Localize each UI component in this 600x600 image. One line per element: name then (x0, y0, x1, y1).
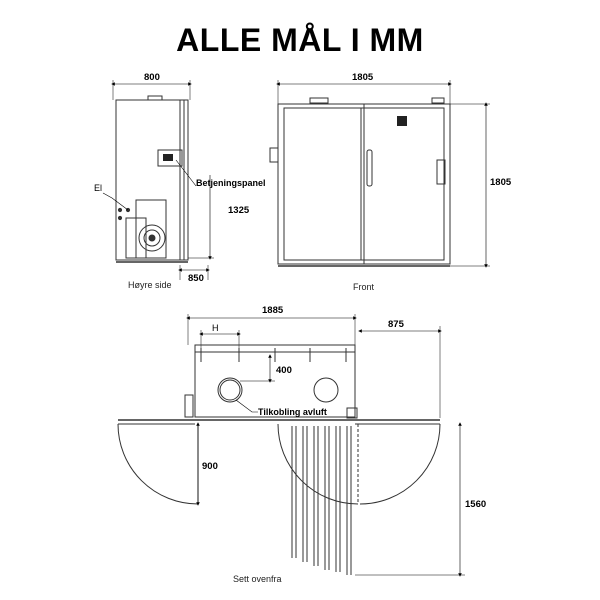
el-callout: El (94, 183, 102, 193)
top-width-label: 1885 (262, 305, 284, 316)
exhaust-duct-connection (217, 377, 243, 403)
secondary-duct-connection (313, 377, 339, 403)
top-view-caption: Sett ovenfra (233, 574, 282, 584)
panel-leader-line (175, 159, 197, 187)
control-panel-box (157, 149, 183, 167)
side-width-label: 800 (144, 72, 160, 83)
front-side-port (269, 147, 279, 163)
offset-label: 400 (276, 365, 292, 376)
right-clearance-label: 875 (388, 319, 405, 330)
side-height-label: 1325 (228, 205, 250, 216)
control-panel-callout: Betjeningspanel (196, 178, 266, 188)
vent-leader-line (235, 399, 258, 413)
side-view (102, 80, 214, 280)
door-swing-left (117, 423, 199, 505)
front-width-label: 1805 (352, 72, 374, 83)
door-label: 900 (202, 461, 218, 472)
side-view-caption: Høyre side (128, 280, 172, 290)
logo-mark (397, 116, 407, 126)
burner-unit (135, 199, 167, 259)
side-depth-label: 850 (188, 273, 204, 284)
door-handle (366, 149, 373, 187)
door-swing-right (359, 423, 441, 505)
fan-wheel (138, 224, 166, 252)
page-title: ALLE MÅL I MM (176, 22, 424, 58)
h-label: H (212, 323, 219, 333)
door-swing-middle (277, 423, 359, 505)
vent-callout: Tilkobling avluft (258, 407, 327, 417)
el-leader-line (102, 192, 129, 211)
top-view (117, 314, 465, 577)
front-height-label: 1805 (490, 177, 512, 188)
top-cabinet-outline (194, 344, 356, 418)
front-view (269, 80, 490, 268)
front-view-caption: Front (353, 282, 375, 292)
extraction-label: 1560 (465, 499, 486, 510)
